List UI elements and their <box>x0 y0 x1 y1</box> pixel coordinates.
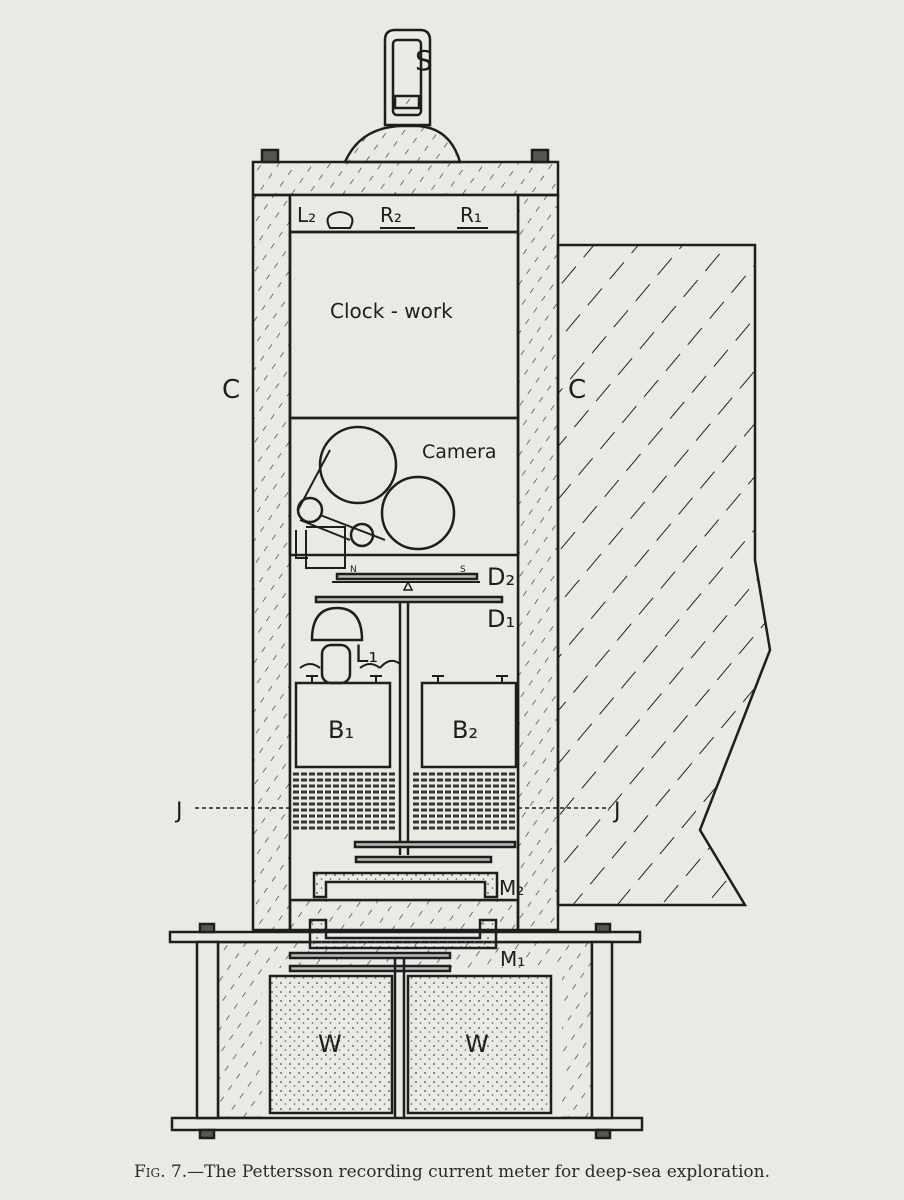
caption-text: —The Pettersson recording current meter … <box>187 1162 771 1182</box>
label-J-left: J <box>174 799 183 824</box>
label-R2: R₂ <box>380 203 402 227</box>
top-dome <box>343 124 462 164</box>
label-C-right: C <box>568 375 586 405</box>
label-B2: B₂ <box>452 716 478 744</box>
rock-wall <box>556 243 772 907</box>
label-clockwork: Clock - work <box>330 299 453 323</box>
weight-left <box>268 974 394 1115</box>
magnet-M2 <box>312 871 499 899</box>
figure-caption: Fig. 7.—The Pettersson recording current… <box>0 1162 904 1182</box>
label-L2: L₂ <box>297 203 316 227</box>
battery-B1 <box>294 681 392 769</box>
label-S: S <box>415 44 433 77</box>
label-M2: M₂ <box>499 876 524 900</box>
disc-D1 <box>314 595 504 604</box>
label-L1: L₁ <box>355 640 378 668</box>
label-D2: D₂ <box>487 563 515 591</box>
label-J-right: J <box>612 799 621 824</box>
label-R1: R₁ <box>460 203 482 227</box>
disc-D2 <box>335 572 479 581</box>
label-W-left: W <box>318 1030 342 1058</box>
label-camera: Camera <box>422 441 497 463</box>
weight-right <box>406 974 553 1115</box>
case-wall-right <box>516 193 560 932</box>
camera-box <box>288 416 520 557</box>
label-S-small: S <box>460 565 466 575</box>
label-N: N <box>350 565 357 575</box>
frame-post-right <box>590 940 614 1120</box>
lower-frame-plate <box>170 1116 644 1132</box>
battery-B2 <box>420 681 518 769</box>
top-plate <box>251 160 560 197</box>
case-wall-left <box>251 193 292 932</box>
label-C-left: C <box>222 375 240 405</box>
frame-post-left <box>195 940 220 1120</box>
figure-number: Fig. 7. <box>133 1162 188 1182</box>
label-M1: M₁ <box>500 947 525 971</box>
label-W-right: W <box>465 1030 489 1058</box>
label-B1: B₁ <box>328 716 354 744</box>
label-D1: D₁ <box>487 605 515 633</box>
magnet-M1 <box>308 918 498 950</box>
lamp-L1-shade <box>310 606 364 642</box>
